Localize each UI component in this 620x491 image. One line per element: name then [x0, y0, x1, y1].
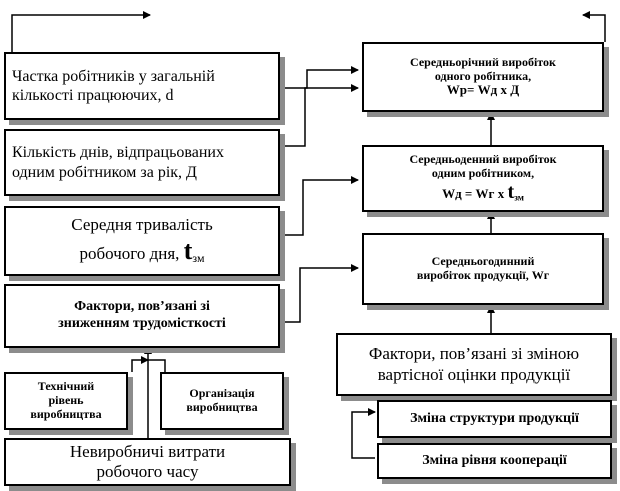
annual-output-box: Середньорічний виробіток одного робітник…	[362, 42, 604, 112]
labour-line-2: зниженням трудомісткості	[58, 316, 226, 331]
structure-change-box: Зміна структури продукції	[377, 400, 612, 438]
labour-intensity-factors-box: Фактори, пов’язані зі зниженням трудоміс…	[4, 284, 280, 348]
duration-sub: зм	[192, 251, 205, 266]
daily-formula-prefix: Wд = Wг х	[442, 185, 508, 201]
share-of-workers-box: Частка робітників у загальній кількості …	[4, 52, 280, 120]
daily-formula-sub: зм	[514, 191, 524, 202]
workday-duration-box: Середня тривалість робочого дня, tзм	[4, 206, 280, 276]
valuation-factors-box: Фактори, пов’язані зі зміною вартісної о…	[336, 333, 612, 396]
daily-line-2: одним робітником,	[431, 165, 535, 180]
daily-formula-symbol: t	[507, 180, 515, 203]
hourly-line-2: виробіток продукції, Wг	[416, 268, 550, 282]
daily-line-1: Середньоденний виробіток	[409, 152, 557, 167]
duration-line-1: Середня тривалість	[71, 215, 213, 234]
annual-formula: Wр= Wд х Д	[446, 82, 520, 98]
daily-formula: Wд = Wг х tзм	[442, 181, 524, 204]
days-line-1: Кількість днів, відпрацьованих	[12, 144, 224, 162]
daily-output-box: Середньоденний виробіток одним робітнико…	[362, 145, 604, 212]
duration-line-2: робочого дня, tзм	[80, 235, 205, 267]
cooperation-label: Зміна рівня кооперації	[422, 452, 567, 468]
annual-line-2: одного робітника,	[434, 68, 532, 83]
labour-line-1: Фактори, пов’язані зі	[74, 299, 210, 315]
hourly-output-box: Середньогодинний виробіток продукції, Wг	[362, 233, 604, 305]
hourly-line-1: Середньогодинний	[431, 254, 535, 269]
share-line-2: кількості працюючих, d	[12, 87, 174, 104]
tech-line-2: рівень	[48, 393, 84, 408]
org-line-2: виробництва	[186, 400, 258, 414]
loss-line-1: Невиробничі витрати	[69, 441, 226, 461]
loss-line-2: робочого часу	[96, 462, 199, 481]
duration-symbol: t	[183, 236, 193, 266]
duration-prefix: робочого дня,	[79, 244, 184, 264]
days-worked-box: Кількість днів, відпрацьованих одним роб…	[4, 129, 280, 196]
production-organization-box: Організація виробництва	[160, 372, 284, 430]
org-line-1: Організація	[189, 386, 255, 401]
cooperation-change-box: Зміна рівня кооперації	[377, 443, 612, 479]
valuation-line-2: вартісної оцінки продукції	[377, 364, 571, 384]
tech-line-1: Технічний	[37, 379, 95, 394]
annual-line-1: Середньорічний виробіток	[410, 54, 556, 69]
unproductive-time-box: Невиробничі витрати робочого часу	[4, 438, 291, 486]
tech-line-3: виробництва	[30, 406, 102, 421]
structure-label: Зміна структури продукції	[410, 410, 579, 426]
days-line-2: одним робітником за рік, Д	[12, 163, 197, 181]
technical-level-box: Технічний рівень виробництва	[4, 372, 128, 430]
valuation-line-1: Фактори, пов’язані зі зміною	[368, 344, 580, 364]
share-line-1: Частка робітників у загальній	[12, 67, 215, 85]
